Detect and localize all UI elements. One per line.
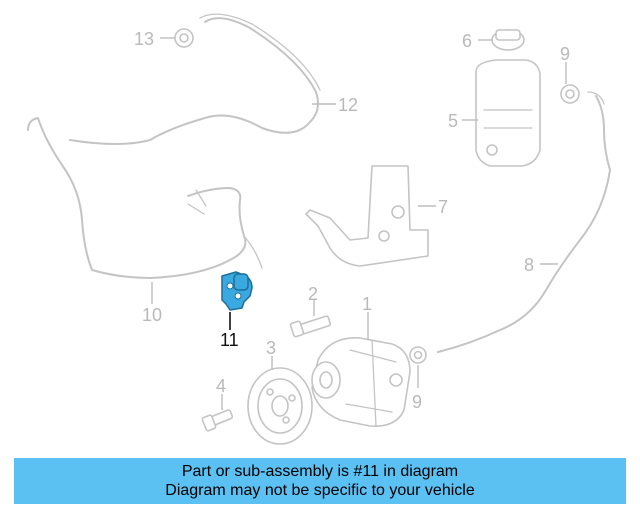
part-13-hose-clamp [174,28,194,48]
banner-line-1: Part or sub-assembly is #11 in diagram [181,463,459,480]
part-6-reservoir-cap [491,29,525,51]
callout-13: 13 [134,29,154,49]
part-1-power-steering-pump [311,337,411,427]
callout-3: 3 [266,338,276,358]
callout-2: 2 [308,284,318,304]
callout-5: 5 [448,111,458,131]
part-7-mounting-bracket [305,165,429,267]
hose-line-12 [69,13,321,145]
part-9-clamp-upper [560,84,580,104]
callout-9-upper: 9 [560,44,570,64]
leader-lines [151,37,567,410]
banner-line-2: Diagram may not be specific to your vehi… [165,482,475,499]
callout-9-lower: 9 [412,392,422,412]
part-2-bolt [289,315,332,338]
callout-12: 12 [338,95,358,115]
callout-11-highlighted: 11 [220,330,239,350]
callout-numbers: 13 6 9 5 12 7 8 9 10 2 1 3 4 11 [134,29,570,412]
callout-8: 8 [524,255,534,275]
callout-4: 4 [216,376,226,396]
part-11-highlighted-component [221,271,253,311]
part-5-fluid-reservoir [475,59,541,167]
part-9-clamp-lower [409,346,427,364]
callout-7: 7 [438,197,448,217]
part-4-bolt [201,409,234,432]
hose-line-8 [437,91,611,353]
callout-1: 1 [362,294,372,314]
info-banner: Part or sub-assembly is #11 in diagram D… [14,458,626,504]
callout-10: 10 [142,305,162,325]
hose-line-10 [27,117,263,279]
callout-6: 6 [462,31,472,51]
part-3-pump-pulley [247,367,313,445]
